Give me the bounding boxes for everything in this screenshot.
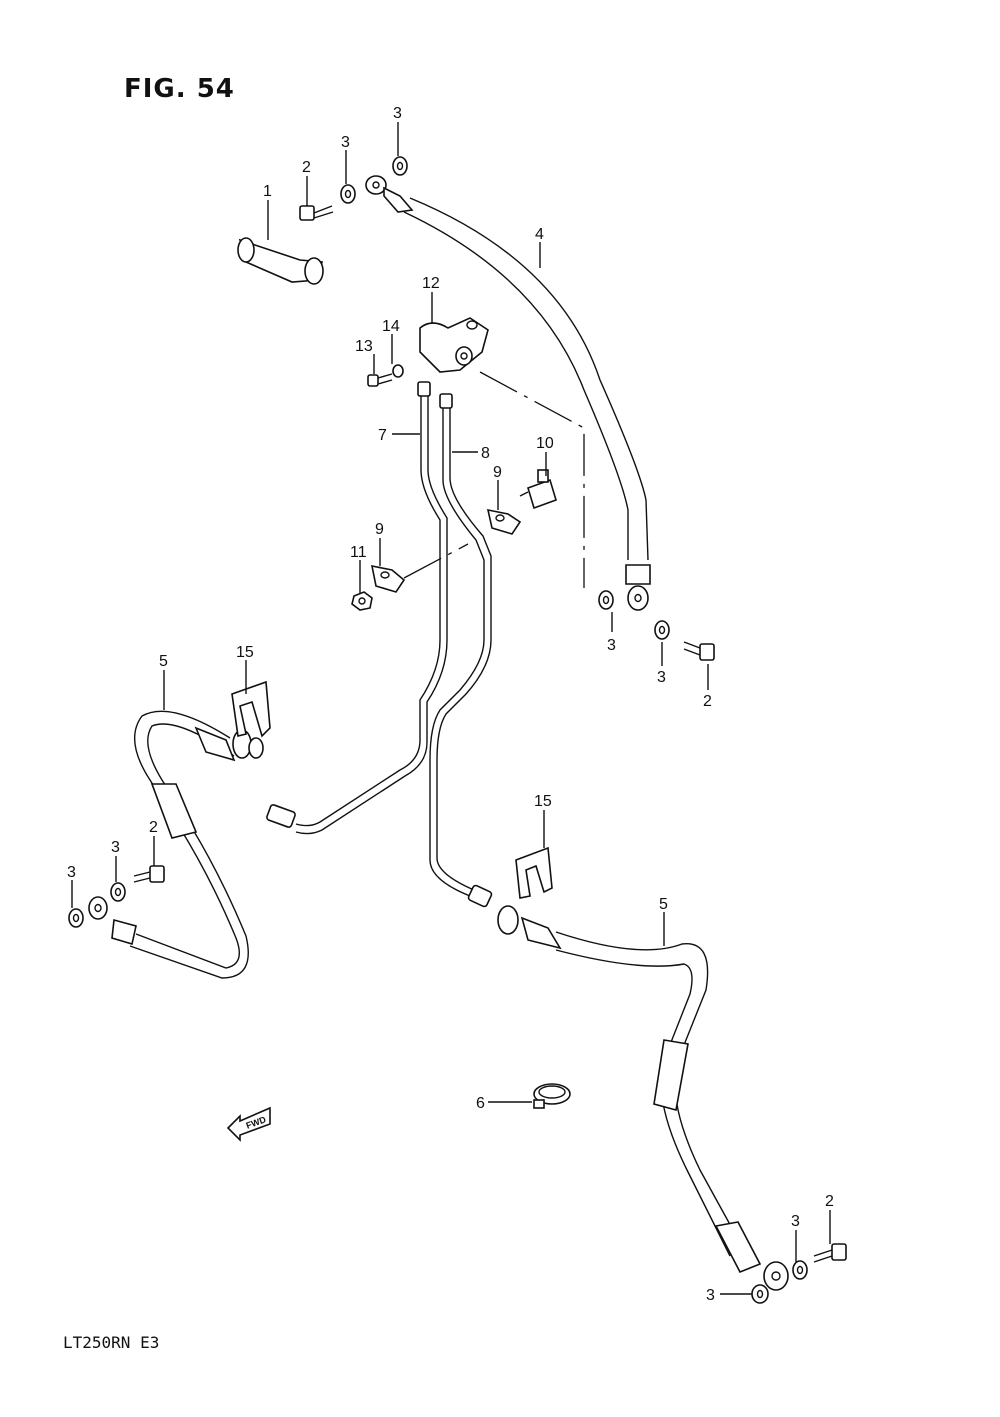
- part-13-bolt: [367, 373, 393, 387]
- callout-7: 7: [378, 427, 387, 444]
- callout-3-left-b: 3: [67, 864, 76, 881]
- part-4-upper-brake-hose: [365, 175, 651, 611]
- callout-2-top: 2: [302, 159, 311, 176]
- alignment-line-clamp: [403, 543, 469, 579]
- callout-9-left: 9: [375, 521, 384, 538]
- callout-3-top-left: 3: [341, 134, 350, 151]
- callout-9-right: 9: [493, 464, 502, 481]
- callout-2-bottom: 2: [825, 1193, 834, 1210]
- part-5-right-brake-hose: [497, 905, 789, 1291]
- part-11-nut: [351, 591, 373, 611]
- washer-3-left-b: [68, 908, 84, 928]
- part-10-brake-switch: [519, 469, 557, 510]
- callout-8: 8: [481, 445, 490, 462]
- callout-10: 10: [536, 435, 554, 452]
- part-2-bolt-right: [683, 641, 715, 661]
- leader-lines: [71, 122, 831, 1295]
- part-15-clip-right: [515, 846, 553, 899]
- callout-5-left: 5: [159, 653, 168, 670]
- callout-2-left: 2: [149, 819, 158, 836]
- callout-15-left: 15: [236, 644, 254, 661]
- callout-3-bottom-a: 3: [791, 1213, 800, 1230]
- callout-13: 13: [355, 338, 373, 355]
- callout-4: 4: [535, 226, 544, 243]
- alignment-line-right: [479, 371, 585, 588]
- callout-11: 11: [350, 544, 367, 561]
- part-1-boot-cap: [237, 237, 324, 285]
- washer-3-top-left: [340, 184, 356, 204]
- figure-title: FIG. 54: [124, 74, 235, 104]
- washer-3-bottom-b: [792, 1260, 808, 1280]
- callout-3-left-a: 3: [111, 839, 120, 856]
- callout-3-bottom-b: 3: [706, 1287, 715, 1304]
- part-2-bolt-bottom: [813, 1243, 847, 1263]
- part-9-clamp-right: [486, 508, 522, 535]
- washer-3-bottom-a: [751, 1284, 769, 1304]
- part-14-washer: [392, 364, 404, 378]
- callout-3-right-a: 3: [607, 637, 616, 654]
- washer-3-right-a: [598, 590, 614, 610]
- callout-15-right: 15: [534, 793, 552, 810]
- part-5-left-brake-hose: [88, 710, 264, 979]
- forward-direction-arrow: FWD: [226, 1106, 271, 1142]
- washer-3-left-a: [110, 882, 126, 902]
- callout-5-right: 5: [659, 896, 668, 913]
- callout-12: 12: [422, 275, 440, 292]
- part-8-brake-pipe: [429, 393, 493, 908]
- callout-6: 6: [476, 1095, 485, 1112]
- washer-3-top-right: [392, 156, 408, 176]
- callout-14: 14: [382, 318, 400, 335]
- washer-3-right-b: [654, 620, 670, 640]
- model-code: LT250RN E3: [63, 1333, 160, 1352]
- part-2-bolt-top: [299, 205, 334, 221]
- callout-3-right-b: 3: [657, 669, 666, 686]
- part-15-clip-left: [231, 680, 271, 738]
- part-9-clamp-left: [370, 564, 406, 593]
- part-12-junction-block: [419, 317, 489, 373]
- part-6-hose-clamp: [533, 1083, 571, 1109]
- callout-1: 1: [263, 183, 272, 200]
- callout-numbers: 1 2 3 3 4 12 14 13 7 8 10 9 9 11 3 3 2 5…: [67, 105, 834, 1304]
- callout-2-right: 2: [703, 693, 712, 710]
- callout-3-top-right: 3: [393, 105, 402, 122]
- part-2-bolt-left: [133, 865, 165, 883]
- part-7-brake-pipe: [266, 381, 448, 835]
